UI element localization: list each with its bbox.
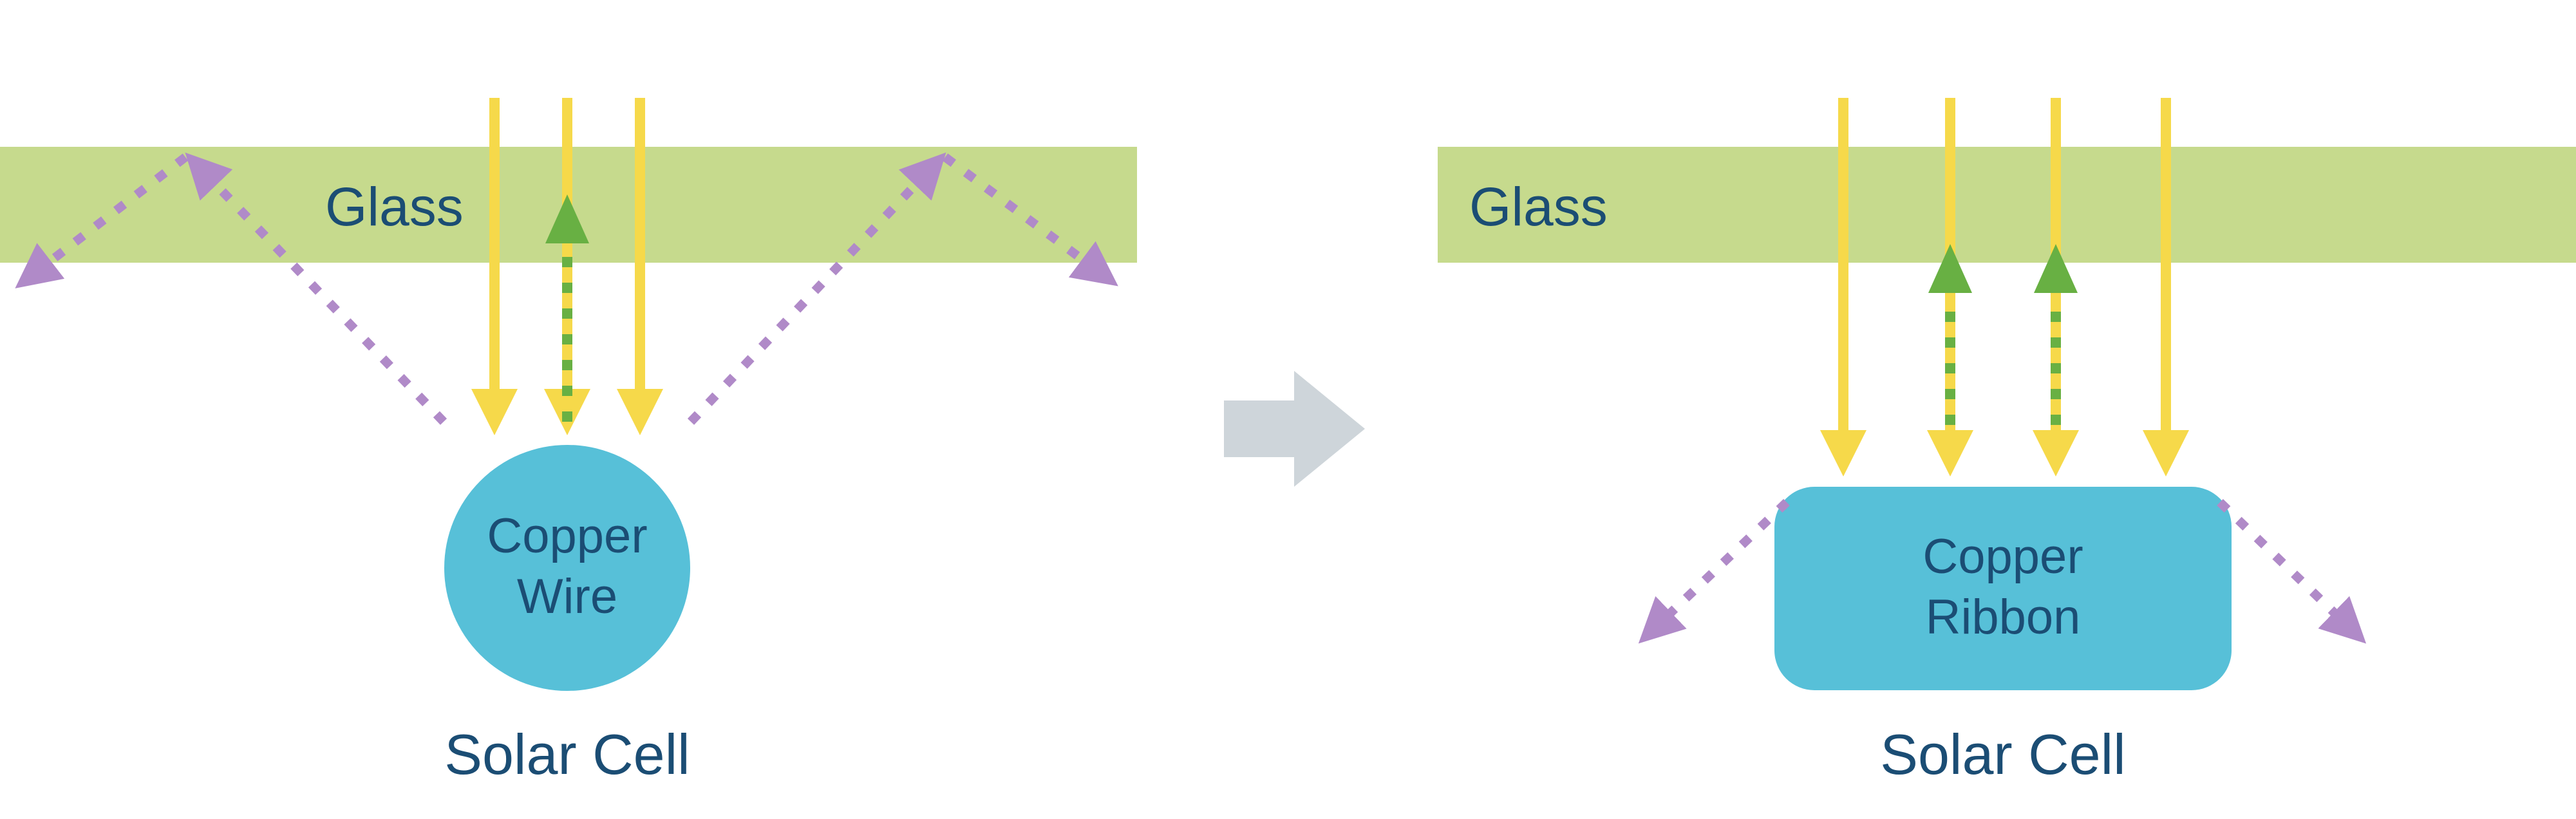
copper-ribbon-shape	[1774, 487, 2232, 690]
transition-arrow-icon	[1224, 371, 1365, 487]
solar-cell-label-left: Solar Cell	[444, 722, 690, 786]
scattered-light-ray	[1638, 498, 1790, 644]
copper-wire-label-line1: Copper	[487, 509, 647, 563]
copper-ribbon-label-line1: Copper	[1923, 529, 2083, 584]
copper-wire-label-line2: Wire	[517, 569, 617, 624]
scattered-light-ray	[2217, 498, 2367, 644]
scattered-light-arrows-left	[15, 152, 1118, 425]
sunlight-arrow-head-icon	[2143, 430, 2189, 476]
sunlight-arrow-head-icon	[1820, 430, 1866, 476]
glass-layer-right	[1438, 147, 2576, 263]
glass-label-left: Glass	[325, 176, 464, 237]
sunlight-arrow-head-icon	[617, 389, 663, 435]
scattered-light-ray	[687, 152, 946, 425]
solar-cell-label-right: Solar Cell	[1880, 722, 2125, 786]
reflected-light-head-icon	[1928, 244, 1972, 293]
copper-ribbon-label-line2: Ribbon	[1926, 590, 2081, 645]
sunlight-arrow-head-icon	[1927, 430, 1973, 476]
scattered-light-ray	[942, 153, 1118, 287]
sunlight-arrow-head-icon	[471, 389, 518, 435]
sunlight-arrow-head-icon	[2033, 430, 2079, 476]
reflected-light-head-icon	[545, 194, 589, 243]
glass-label-right: Glass	[1469, 176, 1608, 237]
reflected-light-arrow-left	[545, 194, 589, 422]
reflected-light-head-icon	[2034, 244, 2078, 293]
reflected-light-arrows-right	[1928, 244, 2078, 425]
scattered-light-ray	[185, 152, 447, 425]
copper-wire-shape	[444, 445, 690, 691]
scattered-light-ray	[15, 153, 189, 288]
scattered-light-arrows-right	[1638, 498, 2367, 644]
